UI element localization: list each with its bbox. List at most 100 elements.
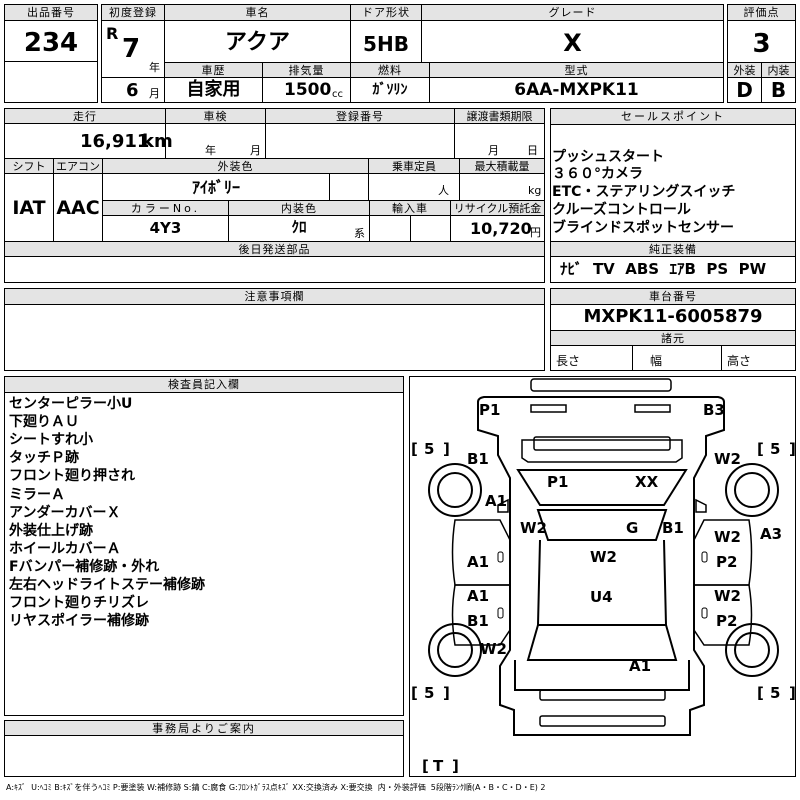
grade-label: グレード: [548, 6, 597, 19]
lot-blank-cell: [4, 61, 98, 103]
capacity-unit: 人: [438, 184, 449, 197]
car-diagram-frame: [409, 376, 796, 777]
max-load-label: 最大積載量: [474, 160, 530, 173]
interior-label: 内装: [767, 64, 790, 77]
score-label: 評価点: [743, 6, 780, 19]
damage-mark: W2: [714, 528, 741, 546]
inspector-note: フロント廻りチリズレ: [9, 595, 149, 611]
caution-label: 注意事項欄: [244, 290, 305, 303]
door-type: 5HB: [363, 32, 409, 56]
damage-mark: A1: [629, 657, 651, 675]
spare-tire: T: [433, 757, 444, 775]
damage-mark: XX: [635, 473, 659, 491]
recycle-label: リサイクル預託金: [453, 202, 542, 215]
factory-equipment: ﾅﾋﾞ TV ABS ｴｱB PS PW: [560, 260, 767, 278]
chassis-label: 車台番号: [649, 290, 697, 303]
ext-color: ｱｲﾎﾞﾘｰ: [191, 178, 240, 197]
month-unit: 月: [149, 87, 160, 100]
displacement-unit: cc: [332, 89, 343, 100]
later-parts-label: 後日発送部品: [238, 243, 311, 256]
damage-mark: A1: [485, 492, 507, 510]
tire-fr-depth: 5: [770, 440, 780, 458]
ac-label: エアコン: [56, 160, 100, 173]
lot-no-label: 出品番号: [27, 6, 75, 19]
inspector-note: フロント廻り押され: [9, 468, 135, 484]
color-no: 4Y3: [149, 219, 182, 237]
recycle-unit: 円: [530, 226, 541, 239]
damage-mark: P2: [716, 612, 737, 630]
exterior-label: 外装: [733, 64, 756, 77]
transfer-day: 日: [527, 144, 538, 157]
damage-mark: A1: [467, 553, 489, 571]
ext-color-label: 外装色: [217, 160, 254, 173]
inspector-note: リヤスポイラー補修跡: [9, 613, 149, 629]
tires: [428, 463, 779, 677]
tire-bracket: [: [422, 757, 429, 775]
era: R: [106, 24, 119, 43]
damage-legend: A:ｷｽﾞ U:ﾍｺﾐ B:ｷｽﾞを伴うﾍｺﾐ P:要塗装 W:補修跡 S:錆 …: [6, 783, 546, 792]
car-damage-diagram: [] [] [] [] [] 5 5 5 5 T P1 B3 B1 A1 P1 …: [411, 378, 796, 775]
interior-grade: B: [770, 78, 787, 102]
model-type: 6AA-MXPK11: [514, 80, 639, 100]
inspection-month-unit: 月: [250, 144, 261, 157]
history-label: 車歴: [201, 64, 226, 77]
office-label: 事務局よりご案内: [152, 722, 256, 735]
damage-mark: A1: [467, 587, 489, 605]
score: 3: [752, 29, 771, 59]
inspection-label: 車検: [203, 110, 228, 123]
tire-rr-depth: 5: [770, 684, 780, 702]
inspector-note: 左右ヘッドライトステー補修跡: [9, 577, 205, 593]
inspector-note: シートすれ小: [9, 432, 93, 448]
inspector-label: 検査員記入欄: [168, 378, 240, 391]
inspection-year-unit: 年: [205, 144, 216, 157]
history: 自家用: [186, 79, 241, 100]
factory-equipment-label: 純正装備: [649, 243, 697, 256]
int-color-unit: 系: [354, 227, 365, 240]
sales-point-item: クルーズコントロール: [552, 202, 691, 218]
door-handles: [497, 551, 708, 619]
length-label: 長さ: [556, 354, 581, 368]
sales-point-item: ブラインドスポットセンサー: [552, 220, 734, 236]
tire-bracket: ]: [443, 440, 450, 458]
mileage: 16,911: [80, 131, 150, 152]
first-reg-label: 初度登録: [109, 6, 157, 19]
damage-mark: B3: [703, 401, 725, 419]
damage-mark: W2: [480, 640, 507, 658]
fuel-label: 燃料: [378, 64, 402, 77]
car-outline: [451, 378, 753, 736]
tire-rl-depth: 5: [424, 684, 434, 702]
recycle: 10,720: [470, 219, 532, 238]
grade: X: [563, 29, 582, 57]
damage-mark: P1: [479, 401, 500, 419]
damage-mark: W2: [590, 548, 617, 566]
sales-point-item: プッシュスタート: [552, 149, 664, 165]
inspector-note: 外装仕上げ跡: [9, 523, 93, 539]
tire-bracket: ]: [789, 440, 796, 458]
tire-bracket: [: [411, 440, 418, 458]
dims-label: 諸元: [661, 332, 685, 345]
inspector-note: 下廻りＡＵ: [9, 414, 79, 430]
tire-bracket: [: [757, 440, 764, 458]
damage-mark: W2: [714, 587, 741, 605]
damage-mark: B1: [467, 612, 489, 630]
tire-bracket: ]: [789, 684, 796, 702]
tire-fl-depth: 5: [424, 440, 434, 458]
displacement-label: 排気量: [288, 64, 325, 77]
tire-bracket: [: [757, 684, 764, 702]
capacity-label: 乗車定員: [392, 160, 436, 173]
model-label: 車名: [245, 6, 270, 19]
reg-no-label: 登録番号: [336, 110, 384, 123]
inspector-note: タッチＰ跡: [9, 450, 79, 466]
damage-mark: B1: [662, 519, 684, 537]
caution-cell: [4, 304, 545, 371]
height-label: 高さ: [727, 354, 752, 368]
door-label: ドア形状: [362, 6, 410, 19]
color-no-label: カラーNo.: [130, 202, 201, 215]
displacement: 1500: [284, 80, 332, 100]
reg-month: 6: [126, 80, 139, 101]
shift-label: シフト: [12, 160, 46, 173]
inspector-note: アンダーカバーＸ: [9, 505, 121, 521]
shift: IAT: [12, 197, 46, 219]
tire-bracket: ]: [443, 684, 450, 702]
model-name: アクア: [225, 30, 290, 55]
